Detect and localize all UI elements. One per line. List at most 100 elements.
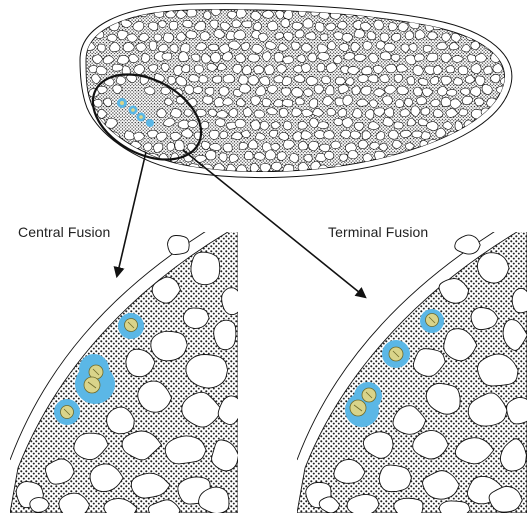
- overview-cell: [424, 154, 434, 163]
- overview-cell: [262, 98, 271, 106]
- overview-cell: [254, 110, 265, 118]
- overview-cell: [142, 54, 150, 63]
- overview-cell: [324, 131, 335, 140]
- overview-cell: [406, 162, 417, 171]
- overview-cell: [468, 19, 479, 29]
- overview-cell: [175, 140, 184, 151]
- overview-cell: [327, 108, 336, 116]
- overview-cell: [430, 165, 439, 173]
- overview-cell: [162, 53, 172, 60]
- overview-cell: [446, 66, 455, 73]
- overview-cell: [428, 32, 438, 40]
- overview-cell: [168, 76, 176, 84]
- overview-cell: [248, 54, 260, 62]
- overview-cell: [334, 118, 343, 125]
- overview-cell: [407, 76, 415, 85]
- overview-cell: [279, 108, 288, 117]
- overview-cell: [132, 164, 140, 171]
- overview-cell: [340, 154, 348, 161]
- overview-cell: [453, 11, 462, 20]
- overview-cell: [416, 97, 427, 105]
- overview-cell: [254, 66, 264, 74]
- overview-cell: [487, 121, 497, 130]
- overview-cell: [193, 87, 202, 94]
- right-vacuole: [439, 501, 470, 513]
- right-vacuole: [512, 288, 527, 312]
- overview-cell: [386, 64, 397, 73]
- overview-cell: [320, 34, 328, 41]
- terminal-fusion-panel: [297, 212, 527, 513]
- overview-cell: [467, 142, 477, 151]
- overview-cell: [475, 164, 485, 172]
- overview-cell: [277, 152, 286, 161]
- overview-cell: [223, 143, 232, 152]
- overview-cell: [308, 53, 317, 62]
- left-vacuole: [168, 235, 190, 254]
- overview-cell: [112, 64, 123, 71]
- overview-cell: [136, 43, 146, 52]
- central-fusion-panel: [10, 212, 242, 513]
- overview-cell: [420, 10, 429, 18]
- right-vacuole: [394, 498, 423, 513]
- overview-cell: [251, 120, 261, 130]
- overview-cell: [405, 98, 413, 106]
- overview-cell: [262, 10, 273, 18]
- right-vacuole: [455, 235, 480, 254]
- overview-cell: [157, 109, 167, 118]
- overview-cell: [421, 132, 430, 140]
- overview-cell: [348, 150, 359, 158]
- overview-cell: [283, 56, 294, 64]
- overview-cell: [241, 43, 250, 51]
- overview-cell: [442, 9, 452, 19]
- overview-cell: [115, 163, 125, 171]
- overview-cell: [169, 21, 178, 30]
- overview-cell: [391, 34, 400, 42]
- overview-cell: [244, 151, 253, 160]
- overview-cell: [488, 10, 499, 17]
- overview-syncytium: [78, 4, 512, 178]
- overview-cell: [104, 163, 113, 172]
- overview-cell: [209, 130, 219, 139]
- overview-cell: [463, 10, 472, 17]
- overview-cell: [476, 11, 487, 19]
- overview-cell: [472, 154, 482, 163]
- overview-cell: [474, 130, 483, 138]
- overview-cell: [421, 108, 430, 116]
- overview-cell: [103, 141, 114, 149]
- left-vacuole: [151, 331, 188, 361]
- overview-cell: [267, 21, 278, 31]
- overview-cell: [502, 141, 513, 151]
- overview-cell: [480, 23, 490, 30]
- overview-cell: [458, 66, 468, 75]
- overview-cell: [449, 154, 459, 163]
- overview-cell: [354, 29, 365, 38]
- overview-cell: [93, 99, 102, 107]
- overview-cell: [463, 163, 475, 172]
- right-vacuole: [379, 465, 411, 492]
- overview-cell: [488, 33, 500, 40]
- overview-cell: [494, 152, 501, 160]
- overview-cell: [295, 30, 304, 38]
- left-vacuole: [191, 252, 220, 284]
- overview-cell: [414, 54, 424, 61]
- overview-cell: [453, 166, 463, 174]
- overview-cell: [93, 141, 104, 151]
- overview-cell: [220, 131, 228, 139]
- overview-cell: [281, 19, 290, 28]
- overview-cell: [427, 53, 438, 61]
- central-fusion-label: Central Fusion: [18, 224, 110, 240]
- right-vacuole: [477, 253, 509, 283]
- overview-cell: [203, 96, 213, 104]
- overview-cell: [206, 151, 216, 160]
- overview-cell: [459, 109, 468, 116]
- overview-cell: [208, 44, 218, 51]
- overview-cell: [384, 43, 395, 52]
- left-vacuole: [222, 288, 242, 315]
- overview-cell: [186, 31, 197, 39]
- terminal-fusion-label: Terminal Fusion: [328, 224, 428, 240]
- overview-cell: [455, 143, 465, 151]
- overview-cell: [103, 10, 112, 19]
- overview-cell: [331, 141, 341, 149]
